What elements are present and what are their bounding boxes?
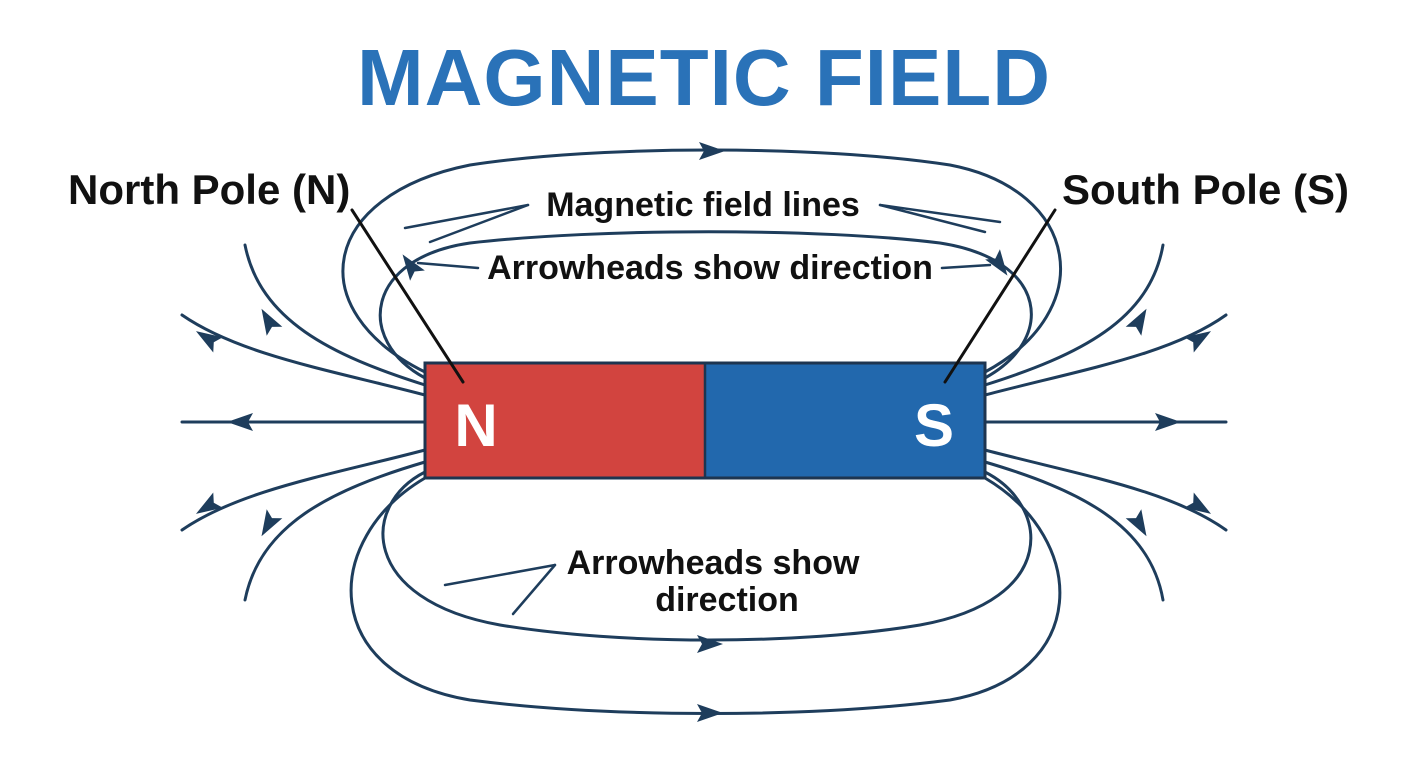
magnet-south-letter: S (914, 392, 954, 459)
diagram-title: MAGNETIC FIELD (357, 33, 1051, 122)
field-line-left-5 (243, 460, 427, 602)
field-line-inner-top (378, 230, 1033, 380)
arrow-right-3 (1155, 413, 1181, 431)
annotation-pointers (403, 203, 1002, 616)
arrow-right-2 (1184, 331, 1212, 353)
arrowheads-bottom-label-line2: direction (655, 581, 799, 619)
south-pole-leader (943, 208, 1057, 384)
north-pole-leader (350, 208, 465, 384)
arrowheads-bottom-label-line1: Arrowheads show (567, 544, 860, 582)
field-line-left-1 (243, 243, 427, 387)
magnet-south-half (705, 363, 985, 478)
field-lines (180, 148, 1228, 715)
field-line-right-4 (983, 448, 1228, 532)
arrowheads-top-label: Arrowheads show direction (487, 249, 933, 287)
pointer-field-lines-left-b (428, 203, 530, 244)
magnet-north-half (425, 363, 705, 478)
pointer-field-lines-right-a (878, 203, 1002, 224)
pointer-arrowheads-bottom-a (443, 563, 557, 587)
arrow-left-3 (227, 413, 253, 431)
north-pole-label: North Pole (N) (68, 166, 350, 213)
field-line-left-2 (180, 313, 427, 397)
field-line-right-5 (983, 460, 1165, 602)
field-line-right-2 (983, 313, 1228, 397)
pointer-field-lines-right-b (878, 203, 987, 234)
direction-arrows (195, 142, 1212, 722)
arrow-right-4 (1184, 492, 1212, 514)
bar-magnet: N S (423, 361, 987, 480)
arrow-right-1 (1125, 308, 1147, 336)
arrow-left-5 (261, 509, 283, 537)
arrow-left-1 (261, 308, 283, 336)
arrow-left-2 (195, 331, 223, 353)
arrow-top-inner-left (402, 254, 425, 281)
magnet-north-letter: N (454, 392, 497, 459)
arrow-bottom-outer (697, 704, 723, 722)
field-lines-label: Magnetic field lines (546, 186, 860, 224)
pointer-arrowheads-top-right (940, 263, 992, 270)
field-line-left-4 (180, 448, 427, 532)
pointer-field-lines-left-a (403, 203, 530, 230)
field-line-right-1 (983, 243, 1165, 387)
arrow-right-5 (1125, 509, 1147, 537)
arrow-top-outer (699, 142, 725, 160)
arrow-left-4 (195, 492, 223, 514)
south-pole-label: South Pole (S) (1062, 166, 1349, 213)
pointer-arrowheads-top-left (416, 261, 480, 270)
field-line-outer-top (341, 148, 1063, 374)
arrow-bottom-inner (697, 635, 723, 653)
field-line-outer-bottom (349, 476, 1062, 715)
pointer-arrowheads-bottom-b (511, 563, 557, 616)
arrow-top-inner-right (985, 249, 1008, 276)
